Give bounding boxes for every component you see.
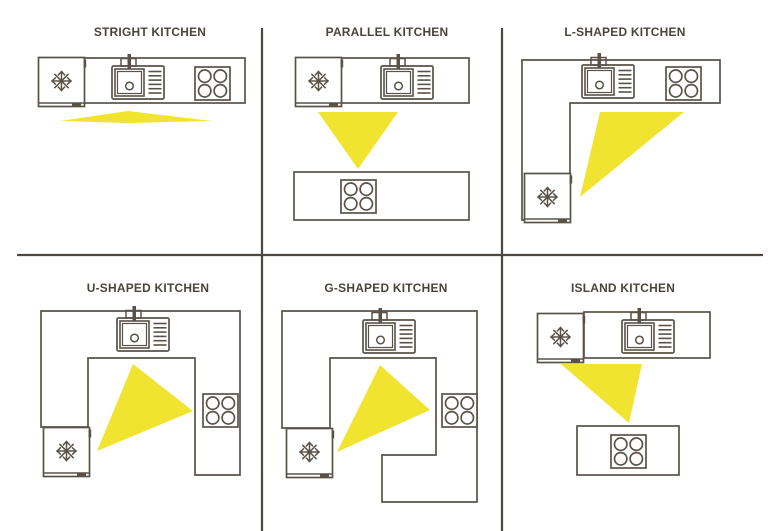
stove-icon [202,393,239,428]
fridge-icon [42,426,93,478]
stove-icon [665,66,702,101]
work-triangle-icon [337,365,430,452]
fridge-icon [523,172,574,224]
straight-kitchen-plan [37,53,246,123]
stove-icon [194,66,231,101]
work-triangle-icon [561,364,642,423]
cell-title-u-shaped: U-SHAPED KITCHEN [86,281,210,295]
work-triangle-icon [60,111,212,123]
fridge-icon [536,312,587,364]
work-triangle-icon [580,112,684,197]
cell-title-parallel: PARALLEL KITCHEN [325,25,449,39]
fridge-icon [285,427,336,479]
work-triangle-icon [97,364,193,451]
fridge-icon [294,56,345,108]
g-shaped-kitchen-plan [281,307,478,503]
stove-icon [610,434,647,469]
island-counter [293,171,470,221]
cell-title-straight: STRIGHT KITCHEN [93,25,207,39]
fridge-icon [37,56,88,108]
grid-divider-lines [17,28,763,531]
cell-title-l-shaped: L-SHAPED KITCHEN [564,25,686,39]
work-triangle-icon [318,112,398,169]
l-shaped-kitchen-plan [521,52,721,224]
stove-icon [340,179,377,214]
stove-icon [441,393,478,428]
cell-title-island: ISLAND KITCHEN [570,281,676,295]
island-kitchen-plan [536,307,711,476]
cell-title-g-shaped: G-SHAPED KITCHEN [324,281,448,295]
parallel-kitchen-plan [293,53,470,221]
u-shaped-kitchen-plan [40,305,241,478]
